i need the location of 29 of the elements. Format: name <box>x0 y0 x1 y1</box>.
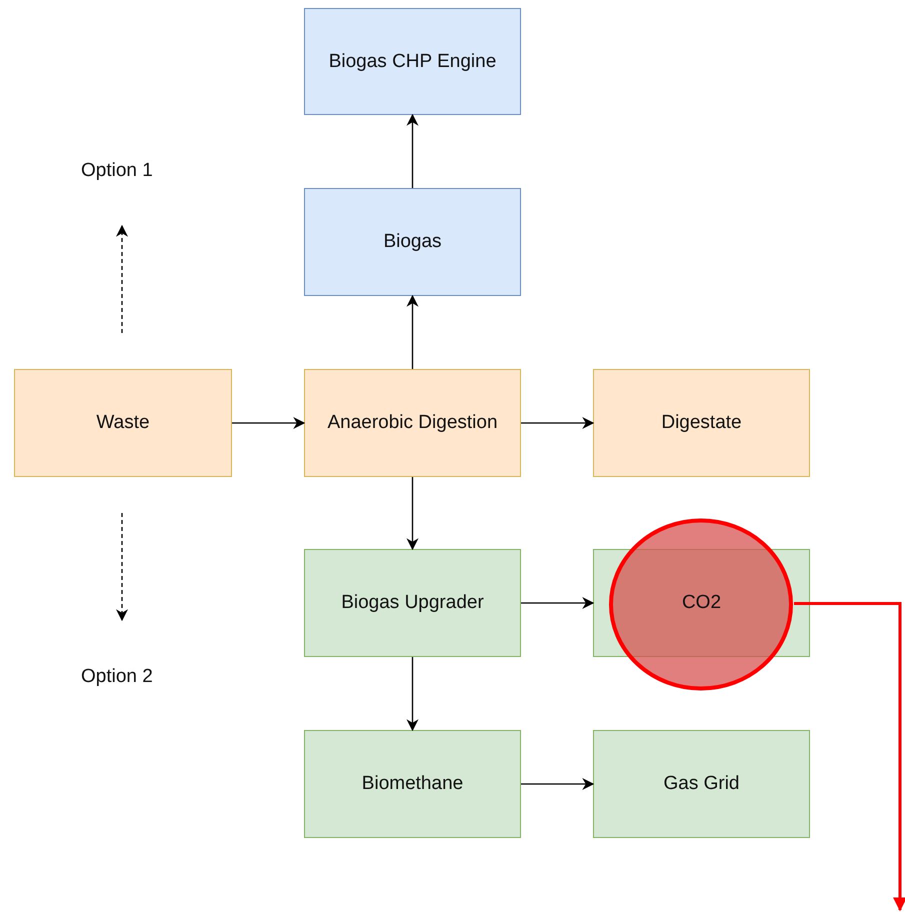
process-box <box>304 188 521 296</box>
arrow <box>794 602 905 912</box>
box-label: Biogas <box>383 231 442 253</box>
process-box <box>304 549 521 657</box>
box-label: Biomethane <box>362 773 464 795</box>
process-box <box>593 730 810 838</box>
process-box <box>14 369 232 477</box>
box-label: Waste <box>96 412 150 434</box>
box-label: Biogas CHP Engine <box>328 50 496 72</box>
arrow <box>406 294 418 369</box>
box-label: Digestate <box>661 412 742 434</box>
box-label: Biogas Upgrader <box>341 592 484 614</box>
process-box <box>304 730 521 838</box>
highlight-circle <box>608 518 794 691</box>
box-label: Gas Grid <box>663 773 740 795</box>
arrow <box>406 477 418 550</box>
process-box <box>304 8 521 115</box>
box-label: CO2 <box>682 592 722 614</box>
arrow <box>406 114 418 188</box>
option-label: Option 1 <box>81 160 153 182</box>
option-label: Option 2 <box>81 666 153 688</box>
arrow <box>521 778 594 790</box>
arrow <box>406 657 418 732</box>
arrow <box>521 597 594 609</box>
process-box <box>304 369 521 477</box>
process-box <box>593 369 810 477</box>
box-label: Anaerobic Digestion <box>327 412 498 434</box>
arrow <box>232 417 306 429</box>
arrow <box>521 417 594 429</box>
